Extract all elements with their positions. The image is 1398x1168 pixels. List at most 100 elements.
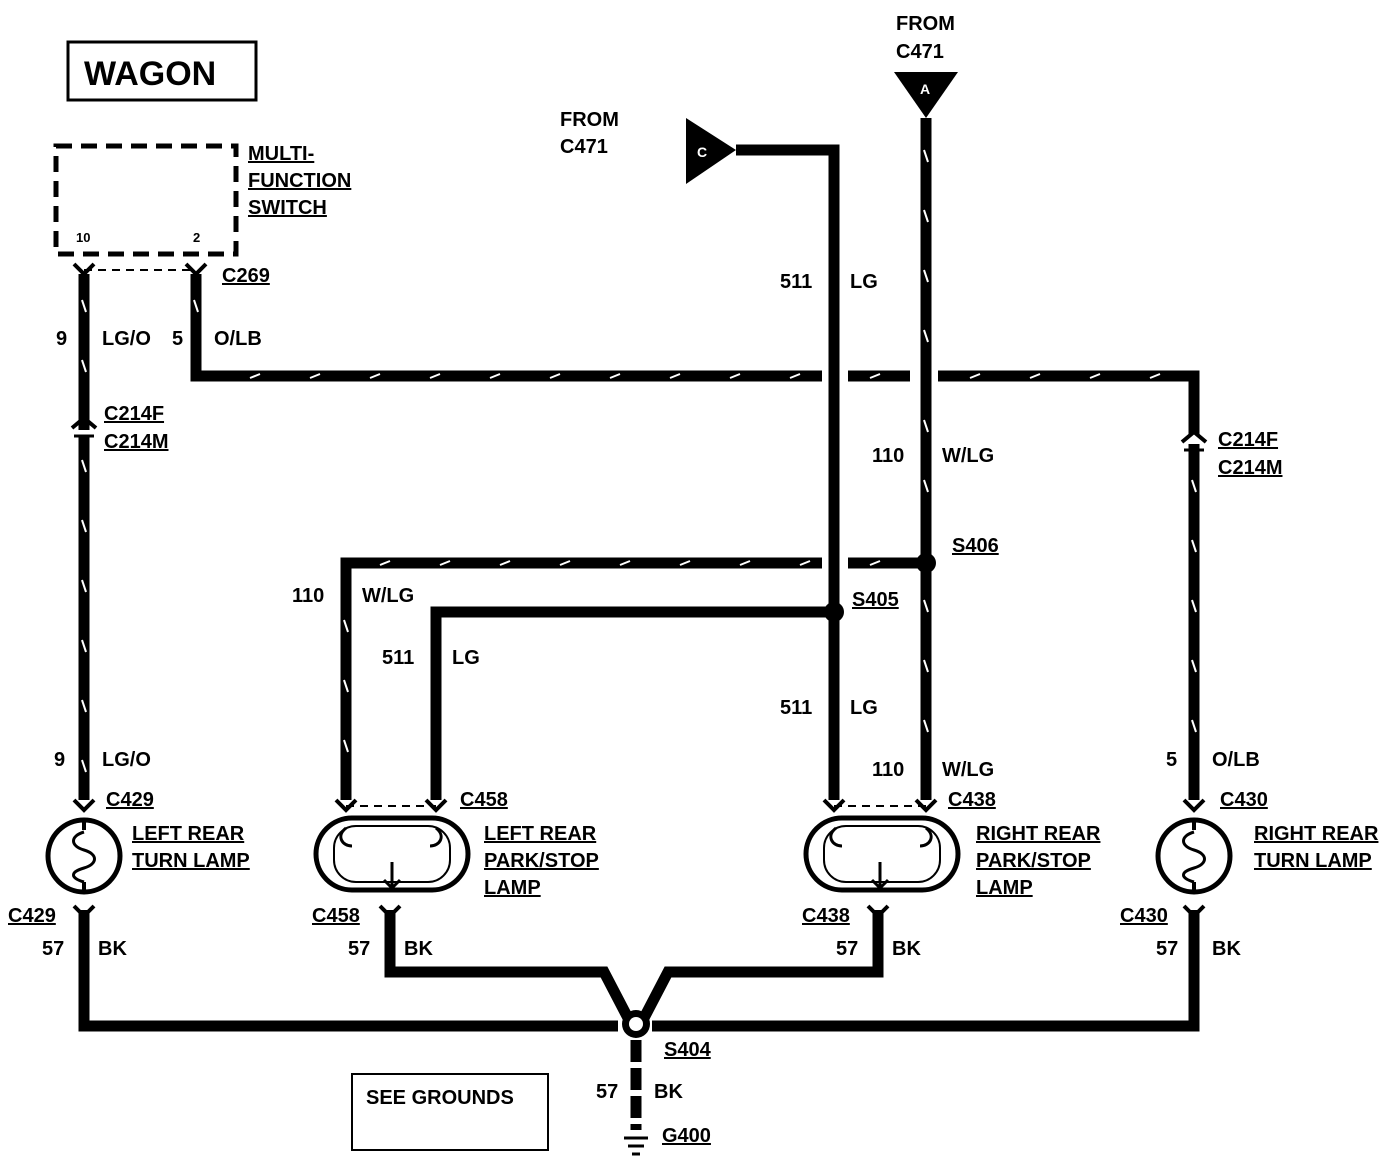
wire-gnd3-color: BK [892,938,921,960]
splice-s405 [824,602,844,622]
wire-left-lower-color: LG/O [102,749,151,771]
right-park-lamp-line2: PARK/STOP [976,850,1091,872]
from-c-line1: FROM [560,109,619,131]
wire-gnd2-num: 57 [348,938,370,960]
wire-511-lg-main [736,144,840,800]
wire-gnd-left-park [384,910,633,1021]
wire-gnd-right-turn [652,910,1200,1032]
wire-left-park-110-num: 110 [292,585,324,607]
wire-mfs-out-color: O/LB [214,328,262,350]
wire-c-feed-num: 511 [780,271,812,293]
connector-c-letter: C [697,144,707,160]
splice-s404-center [629,1017,643,1031]
left-park-lamp [313,815,471,893]
wire-right-park-110-color: W/LG [942,759,994,781]
c430-bottom-label: C430 [1120,905,1168,927]
c214f-left-label: C214F [104,403,164,425]
connector-a-letter: A [920,81,930,97]
wire-gnd-main-num: 57 [596,1081,618,1103]
right-park-lamp [803,815,961,893]
multi-function-switch [53,143,239,257]
wire-a-feed-num: 110 [872,445,904,467]
wire-right-turn-color: O/LB [1212,749,1260,771]
right-park-lamp-line1: RIGHT REAR [976,823,1101,845]
c214-right-pin [1180,429,1208,444]
switch-label-line3: SWITCH [248,197,327,219]
c214m-right-label: C214M [1218,457,1282,479]
wire-mfs-out-num: 5 [172,328,183,350]
left-park-lamp-line1: LEFT REAR [484,823,597,845]
s404-label: S404 [664,1039,712,1061]
left-turn-lamp [45,817,123,895]
wire-a-feed-color: W/LG [942,445,994,467]
wire-right-turn-num: 5 [1166,749,1177,771]
from-a-line1: FROM [896,13,955,35]
c214f-right-label: C214F [1218,429,1278,451]
left-turn-lamp-line2: TURN LAMP [132,850,250,872]
from-a-line2: C471 [896,41,944,63]
from-c-line2: C471 [560,136,608,158]
wire-left-park-110-stripe [343,560,881,753]
wire-left-upper-color: LG/O [102,328,151,350]
lamp-input-pins [72,798,1206,813]
wire-lg-o-stripe [81,299,87,773]
switch-pin-2: 2 [193,230,200,245]
left-turn-lamp-line1: LEFT REAR [132,823,245,845]
c458-top-label: C458 [460,789,508,811]
wire-left-upper-num: 9 [56,328,67,350]
right-turn-lamp [1155,817,1233,895]
wire-gnd3-num: 57 [836,938,858,960]
g400-label: G400 [662,1125,711,1147]
wire-left-park-511-num: 511 [382,647,414,669]
wire-gnd2-color: BK [404,938,433,960]
wire-left-lower-num: 9 [54,749,65,771]
right-turn-lamp-line1: RIGHT REAR [1254,823,1379,845]
wire-left-park-110 [340,557,822,800]
s406-label: S406 [952,535,999,557]
wire-110-stripe [923,149,929,733]
wire-right-park-511-num: 511 [780,697,812,719]
left-park-lamp-line2: PARK/STOP [484,850,599,872]
left-park-lamp-line3: LAMP [484,877,541,899]
c438-top-label: C438 [948,789,996,811]
wire-gnd1-num: 57 [42,938,64,960]
ground-symbol-icon [624,1136,648,1156]
wire-left-park-511 [430,606,834,800]
wire-gnd1-color: BK [98,938,127,960]
title-box [66,40,258,102]
c214-left-pin [70,415,98,430]
wire-o-lb-stripe-v [193,299,1197,733]
wire-gnd-main-color: BK [654,1081,683,1103]
connector-c-flag [686,118,736,184]
c269-pin-right [184,262,208,277]
c429-bottom-label: C429 [8,905,56,927]
switch-pin-10: 10 [76,230,90,245]
wire-gnd-left-turn [78,910,618,1032]
wire-gnd4-num: 57 [1156,938,1178,960]
connector-a-flag [894,72,958,118]
lamp-output-pins [72,904,1206,919]
wire-gnd4-color: BK [1212,938,1241,960]
wire-gnd-right-park [639,910,884,1021]
wire-o-lb-c [938,370,1200,434]
wire-c-feed-color: LG [850,271,878,293]
wire-right-park-511-color: LG [850,697,878,719]
right-park-lamp-line3: LAMP [976,877,1033,899]
see-grounds-box [351,1073,549,1151]
c429-top-label: C429 [106,789,154,811]
see-grounds-note: SEE GROUNDS [366,1087,514,1109]
wire-o-lb-a [190,274,822,382]
wire-right-park-110-num: 110 [872,759,904,781]
switch-label-line1: MULTI- [248,143,314,165]
s405-label: S405 [852,589,899,611]
switch-label-line2: FUNCTION [248,170,351,192]
c438-bottom-label: C438 [802,905,850,927]
c458-bottom-label: C458 [312,905,360,927]
splice-s406 [916,553,936,573]
right-turn-lamp-line2: TURN LAMP [1254,850,1372,872]
title: WAGON [84,55,216,93]
c430-top-label: C430 [1220,789,1268,811]
wire-left-park-110-color: W/LG [362,585,414,607]
wire-o-lb-stripe [249,373,1161,379]
